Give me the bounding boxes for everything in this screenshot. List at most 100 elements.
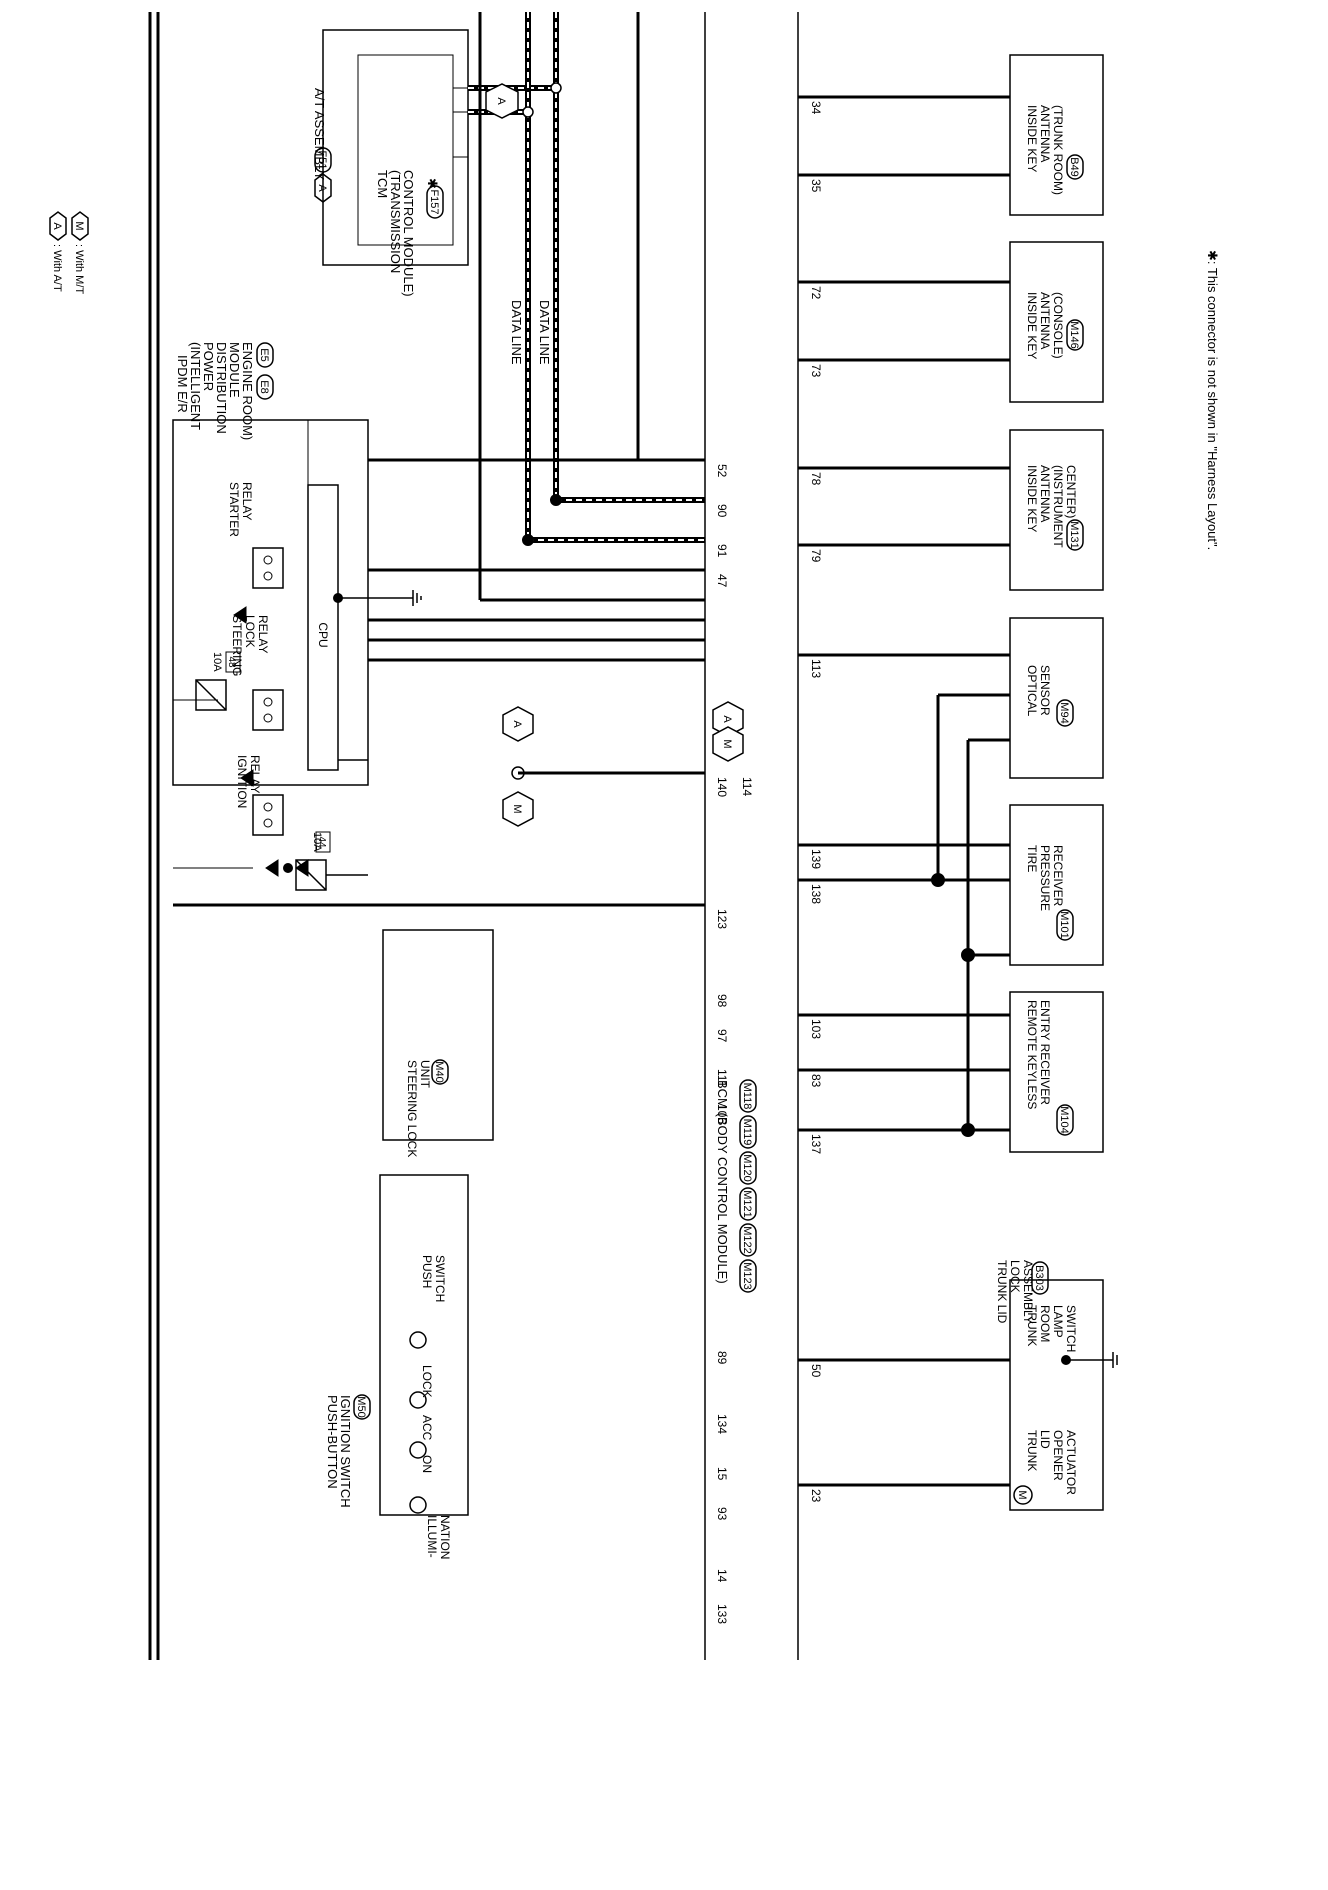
svg-text:M: M bbox=[721, 739, 733, 748]
svg-text:48: 48 bbox=[226, 656, 237, 668]
bcm-pin-label: 72 bbox=[809, 286, 823, 300]
svg-text:: With A/T: : With A/T bbox=[51, 244, 63, 292]
bcm-pin-label: 139 bbox=[809, 849, 823, 869]
bcm-pin-label: 23 bbox=[809, 1489, 823, 1503]
svg-text:M40: M40 bbox=[433, 1061, 445, 1082]
svg-text:LAMP: LAMP bbox=[1051, 1305, 1065, 1338]
antenna-instrument: INSIDE KEY ANTENNA (INSTRUMENT CENTER) M… bbox=[798, 429, 1104, 591]
svg-text:POWER: POWER bbox=[201, 342, 216, 391]
bcm-connector-badge bbox=[739, 1259, 757, 1293]
svg-text:DATA LINE: DATA LINE bbox=[509, 300, 524, 365]
svg-text:TCM: TCM bbox=[375, 170, 390, 198]
svg-text:RELAY: RELAY bbox=[256, 615, 270, 653]
svg-text:M131: M131 bbox=[1068, 521, 1080, 549]
antenna-trunk: INSIDE KEY ANTENNA (TRUNK ROOM) B49 bbox=[798, 54, 1104, 216]
bcm-pin-label: 35 bbox=[809, 179, 823, 193]
receiver-bus bbox=[931, 695, 975, 1137]
svg-text:NATION: NATION bbox=[438, 1515, 452, 1559]
main-frame-lines bbox=[148, 12, 799, 1660]
svg-text:B303: B303 bbox=[1033, 1265, 1045, 1291]
svg-text:LOCK: LOCK bbox=[1008, 1260, 1022, 1293]
svg-text:ILLUMI-: ILLUMI- bbox=[425, 1515, 439, 1558]
svg-text:OPENER: OPENER bbox=[1051, 1430, 1065, 1481]
svg-text:(INSTRUMENT: (INSTRUMENT bbox=[1051, 465, 1065, 548]
bcm-pin-label: 134 bbox=[715, 1414, 729, 1434]
svg-text:E5: E5 bbox=[258, 348, 270, 361]
optical-sensor: OPTICAL SENSOR M94 bbox=[798, 617, 1104, 779]
bcm-pin-label: 133 bbox=[715, 1604, 729, 1624]
bcm-pin-label: 14 bbox=[715, 1569, 729, 1583]
svg-text:SWITCH: SWITCH bbox=[433, 1255, 447, 1302]
svg-text:M94: M94 bbox=[1058, 702, 1070, 723]
svg-text:M50: M50 bbox=[355, 1396, 367, 1417]
bcm-pin-label: 106 bbox=[715, 1104, 729, 1124]
bcm-connector-label: M123 bbox=[741, 1262, 753, 1290]
bcm-pin-label: 103 bbox=[809, 1019, 823, 1039]
svg-text:A: A bbox=[51, 222, 63, 230]
bcm-pin-label: 90 bbox=[715, 504, 729, 518]
svg-text:A: A bbox=[721, 715, 733, 723]
svg-text:CPU: CPU bbox=[316, 622, 330, 647]
bcm-pin-label: 114 bbox=[740, 777, 754, 796]
bcm-pin-label: 83 bbox=[809, 1074, 823, 1088]
bcm-pin-label: 137 bbox=[809, 1134, 823, 1154]
svg-text:IPDM E/R: IPDM E/R bbox=[175, 355, 190, 413]
bcm-pin-label: 78 bbox=[809, 472, 823, 486]
svg-text:: With M/T: : With M/T bbox=[73, 244, 85, 294]
svg-text:A: A bbox=[495, 97, 507, 105]
bcm-connector-badge bbox=[739, 1223, 757, 1257]
svg-text:ON: ON bbox=[420, 1455, 434, 1473]
svg-text:A: A bbox=[511, 720, 523, 728]
svg-text:CONTROL MODULE): CONTROL MODULE) bbox=[401, 170, 416, 297]
svg-text:ANTENNA: ANTENNA bbox=[1038, 465, 1052, 522]
ipdm-er: IPDM E/R (INTELLIGENT POWER DISTRIBUTION… bbox=[172, 342, 422, 891]
bcm-pin-label: 140 bbox=[715, 777, 729, 797]
antenna-console: INSIDE KEY ANTENNA (CONSOLE) M146 bbox=[798, 241, 1104, 403]
data-lines: DATA LINE DATA LINE A bbox=[468, 12, 705, 546]
svg-text:ANTENNA: ANTENNA bbox=[1038, 105, 1052, 162]
at-assembly: A/T ASSEMBLY F51 A TCM (TRANSMISSION CON… bbox=[312, 29, 469, 297]
svg-text:INSIDE KEY: INSIDE KEY bbox=[1025, 105, 1039, 172]
bcm-pin-label: 15 bbox=[715, 1467, 729, 1481]
bcm-pin-label: 113 bbox=[809, 659, 823, 678]
svg-text:STEERING LOCK: STEERING LOCK bbox=[405, 1060, 419, 1157]
rke-receiver: REMOTE KEYLESS ENTRY RECEIVER M104 bbox=[798, 991, 1104, 1153]
svg-text:ACTUATOR: ACTUATOR bbox=[1064, 1430, 1078, 1495]
svg-text:INSIDE KEY: INSIDE KEY bbox=[1025, 292, 1039, 359]
svg-text:M: M bbox=[1016, 1490, 1028, 1499]
svg-text:REMOTE KEYLESS: REMOTE KEYLESS bbox=[1025, 1000, 1039, 1109]
bcm-connector-badge bbox=[739, 1151, 757, 1185]
bcm-pin-label: 123 bbox=[715, 909, 729, 929]
svg-text:M: M bbox=[73, 221, 85, 230]
svg-text:ACC: ACC bbox=[420, 1415, 434, 1441]
bcm-pin-label: 93 bbox=[715, 1507, 729, 1521]
svg-text:IGNITION: IGNITION bbox=[235, 755, 249, 808]
svg-text:DATA LINE: DATA LINE bbox=[537, 300, 552, 365]
svg-text:OPTICAL: OPTICAL bbox=[1025, 665, 1039, 717]
bcm-pin-label: 79 bbox=[809, 549, 823, 563]
bcm-connector-badge bbox=[739, 1187, 757, 1221]
bcm-pin-label: 111 bbox=[715, 1069, 729, 1088]
bcm-connector-badge bbox=[739, 1079, 757, 1113]
bcm-connector-badge bbox=[739, 1115, 757, 1149]
bcm: BCM (BODY CONTROL MODULE) M118M119M120M1… bbox=[712, 101, 823, 1624]
svg-text:E8: E8 bbox=[258, 380, 270, 393]
svg-text:(TRUNK ROOM): (TRUNK ROOM) bbox=[1051, 105, 1065, 195]
bcm-pin-label: 97 bbox=[715, 1029, 729, 1043]
svg-text:IGNITION SWITCH: IGNITION SWITCH bbox=[338, 1395, 353, 1508]
svg-text:(TRANSMISSION: (TRANSMISSION bbox=[388, 170, 403, 273]
bcm-connector-label: M120 bbox=[741, 1154, 753, 1182]
bcm-connector-label: M122 bbox=[741, 1226, 753, 1254]
bcm-connector-label: M119 bbox=[741, 1119, 753, 1146]
svg-text:BCM (BODY CONTROL MODULE): BCM (BODY CONTROL MODULE) bbox=[715, 1080, 730, 1284]
bcm-pin-label: 138 bbox=[809, 884, 823, 904]
svg-text:TRUNK LID: TRUNK LID bbox=[995, 1260, 1009, 1324]
svg-text:(INTELLIGENT: (INTELLIGENT bbox=[188, 342, 203, 430]
svg-text:44: 44 bbox=[316, 836, 327, 848]
svg-text:A: A bbox=[316, 184, 328, 192]
svg-text:RECEIVER: RECEIVER bbox=[1051, 845, 1065, 907]
svg-text:MODULE: MODULE bbox=[227, 342, 242, 398]
